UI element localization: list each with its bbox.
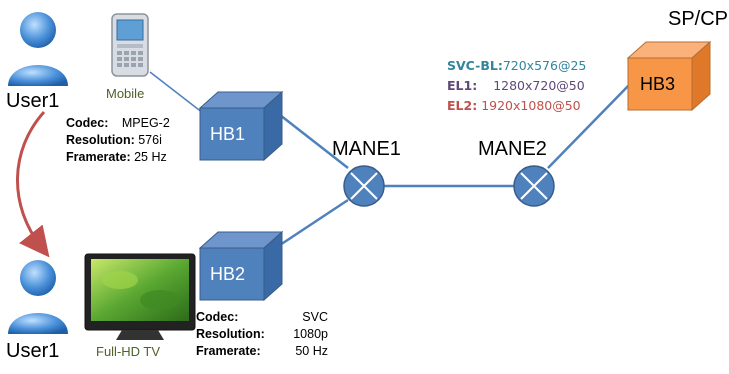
mane2-label: MANE2 <box>478 138 547 160</box>
smartphone-icon <box>111 13 149 77</box>
mobile-codec-row: Codec: MPEG-2 <box>66 115 170 132</box>
hb1-label: HB1 <box>210 124 245 144</box>
hb2-label: HB2 <box>210 264 245 284</box>
hb1-box: HB1 <box>198 90 284 162</box>
tv-resolution-label: Resolution: <box>196 327 265 341</box>
mobile-spec-block: Codec: MPEG-2 Resolution: 576i Framerate… <box>66 115 170 166</box>
mane2-router-icon <box>513 165 555 207</box>
tv-codec-value: SVC <box>302 310 328 324</box>
tv-codec-label: Codec: <box>196 310 239 324</box>
link-mane2-hb3 <box>547 81 633 169</box>
mobile-framerate-row: Framerate: 25 Hz <box>66 149 170 166</box>
tv-resolution-value: 1080p <box>293 327 328 341</box>
svc-layer-list: SVC-BL:720x576@25 EL1: 1280x720@50 EL2:19… <box>447 56 586 116</box>
tv-framerate-row: Framerate: 50 Hz <box>196 343 328 360</box>
tv-device-label: Full-HD TV <box>96 344 161 359</box>
tv-framerate-value: 50 Hz <box>295 344 328 358</box>
mobile-framerate-label: Framerate: <box>66 150 131 164</box>
link-hb2-mane1 <box>279 198 349 247</box>
el1-value: 1280x720@50 <box>493 78 585 93</box>
tv-spec-block: Codec: SVC Resolution: 1080p Framerate: … <box>196 309 328 360</box>
el1-label: EL1: <box>447 78 478 93</box>
mobile-resolution-row: Resolution: 576i <box>66 132 170 149</box>
mobile-resolution-value: 576i <box>138 133 162 147</box>
link-hb1-mane1 <box>279 114 349 169</box>
svc-layer-base: SVC-BL:720x576@25 <box>447 56 586 76</box>
el2-label: EL2: <box>447 98 478 113</box>
mobile-resolution-label: Resolution: <box>66 133 135 147</box>
hb2-box: HB2 <box>198 230 284 302</box>
user-bottom-icon <box>8 260 68 334</box>
user-top-label: User1 <box>6 90 60 112</box>
hb3-box: HB3 <box>626 40 712 112</box>
tv-framerate-label: Framerate: <box>196 344 261 358</box>
links <box>149 71 633 247</box>
el2-value: 1920x1080@50 <box>481 98 581 113</box>
user-top-icon <box>8 12 68 86</box>
mobile-device-label: Mobile <box>106 86 145 101</box>
mane1-router-icon <box>343 165 385 207</box>
svc-layer-el2: EL2:1920x1080@50 <box>447 96 586 116</box>
svc-layer-el1: EL1: 1280x720@50 <box>447 76 586 96</box>
sp-cp-label: SP/CP <box>668 8 729 30</box>
tv-codec-row: Codec: SVC <box>196 309 328 326</box>
tv-resolution-row: Resolution: 1080p <box>196 326 328 343</box>
mobile-framerate-value: 25 Hz <box>134 150 167 164</box>
mobile-codec-label: Codec: <box>66 116 109 130</box>
svc-bl-label: SVC-BL: <box>447 58 503 73</box>
user-bottom-label: User1 <box>6 340 60 362</box>
hb3-label: HB3 <box>640 74 675 94</box>
svc-bl-value: 720x576@25 <box>502 58 587 73</box>
mane1-label: MANE1 <box>332 138 401 160</box>
tv-icon <box>84 253 196 340</box>
handover-arrow <box>16 111 50 258</box>
mobile-codec-value: MPEG-2 <box>121 116 170 130</box>
